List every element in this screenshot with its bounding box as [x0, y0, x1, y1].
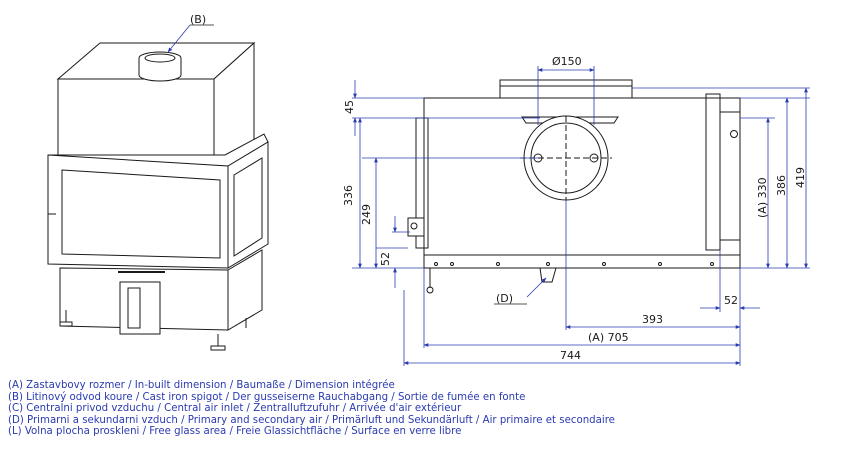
dim-419: 419 [794, 167, 807, 188]
dim-336: 336 [342, 185, 355, 206]
dim-705: (A) 705 [588, 331, 629, 344]
legend-item-d: (D) Primarni a sekundarni vzduch / Prima… [8, 414, 615, 426]
front-view [407, 79, 741, 294]
front-glass [61, 169, 221, 259]
dim-386: 386 [775, 175, 788, 196]
dim-393: 393 [642, 313, 663, 326]
dim-45: 45 [343, 100, 356, 114]
isometric-fireplace-view [47, 41, 269, 351]
spigot-body [138, 58, 182, 82]
callout-b-label: (B) [190, 13, 206, 26]
side-glass [233, 157, 263, 257]
dim-52-left: 52 [379, 252, 392, 266]
legend-item-l: (L) Volna plocha proskleni / Free glass … [8, 426, 462, 438]
legend-item-c: (C) Centralni privod vzduchu / Central a… [8, 403, 462, 415]
dimension-labels: Ø150 45 336 249 52 (A) 330 386 419 52 39… [342, 55, 807, 362]
legend-item-b: (B) Litinový odvod koure / Cast iron spi… [8, 391, 526, 403]
dim-249: 249 [360, 204, 373, 225]
dim-330: (A) 330 [756, 177, 769, 218]
legend-item-a: (A) Zastavbovy rozmer / In-built dimensi… [8, 380, 395, 391]
spigot-flange [499, 79, 633, 99]
dim-52-bottom: 52 [724, 294, 738, 307]
callout-d-label: (D) [496, 292, 513, 305]
dimension-lines [352, 66, 810, 366]
callout-b: (B) [167, 13, 214, 53]
dim-diameter: Ø150 [552, 55, 582, 68]
legend: (A) Zastavbovy rozmer / In-built dimensi… [8, 380, 615, 438]
dim-744: 744 [560, 349, 581, 362]
